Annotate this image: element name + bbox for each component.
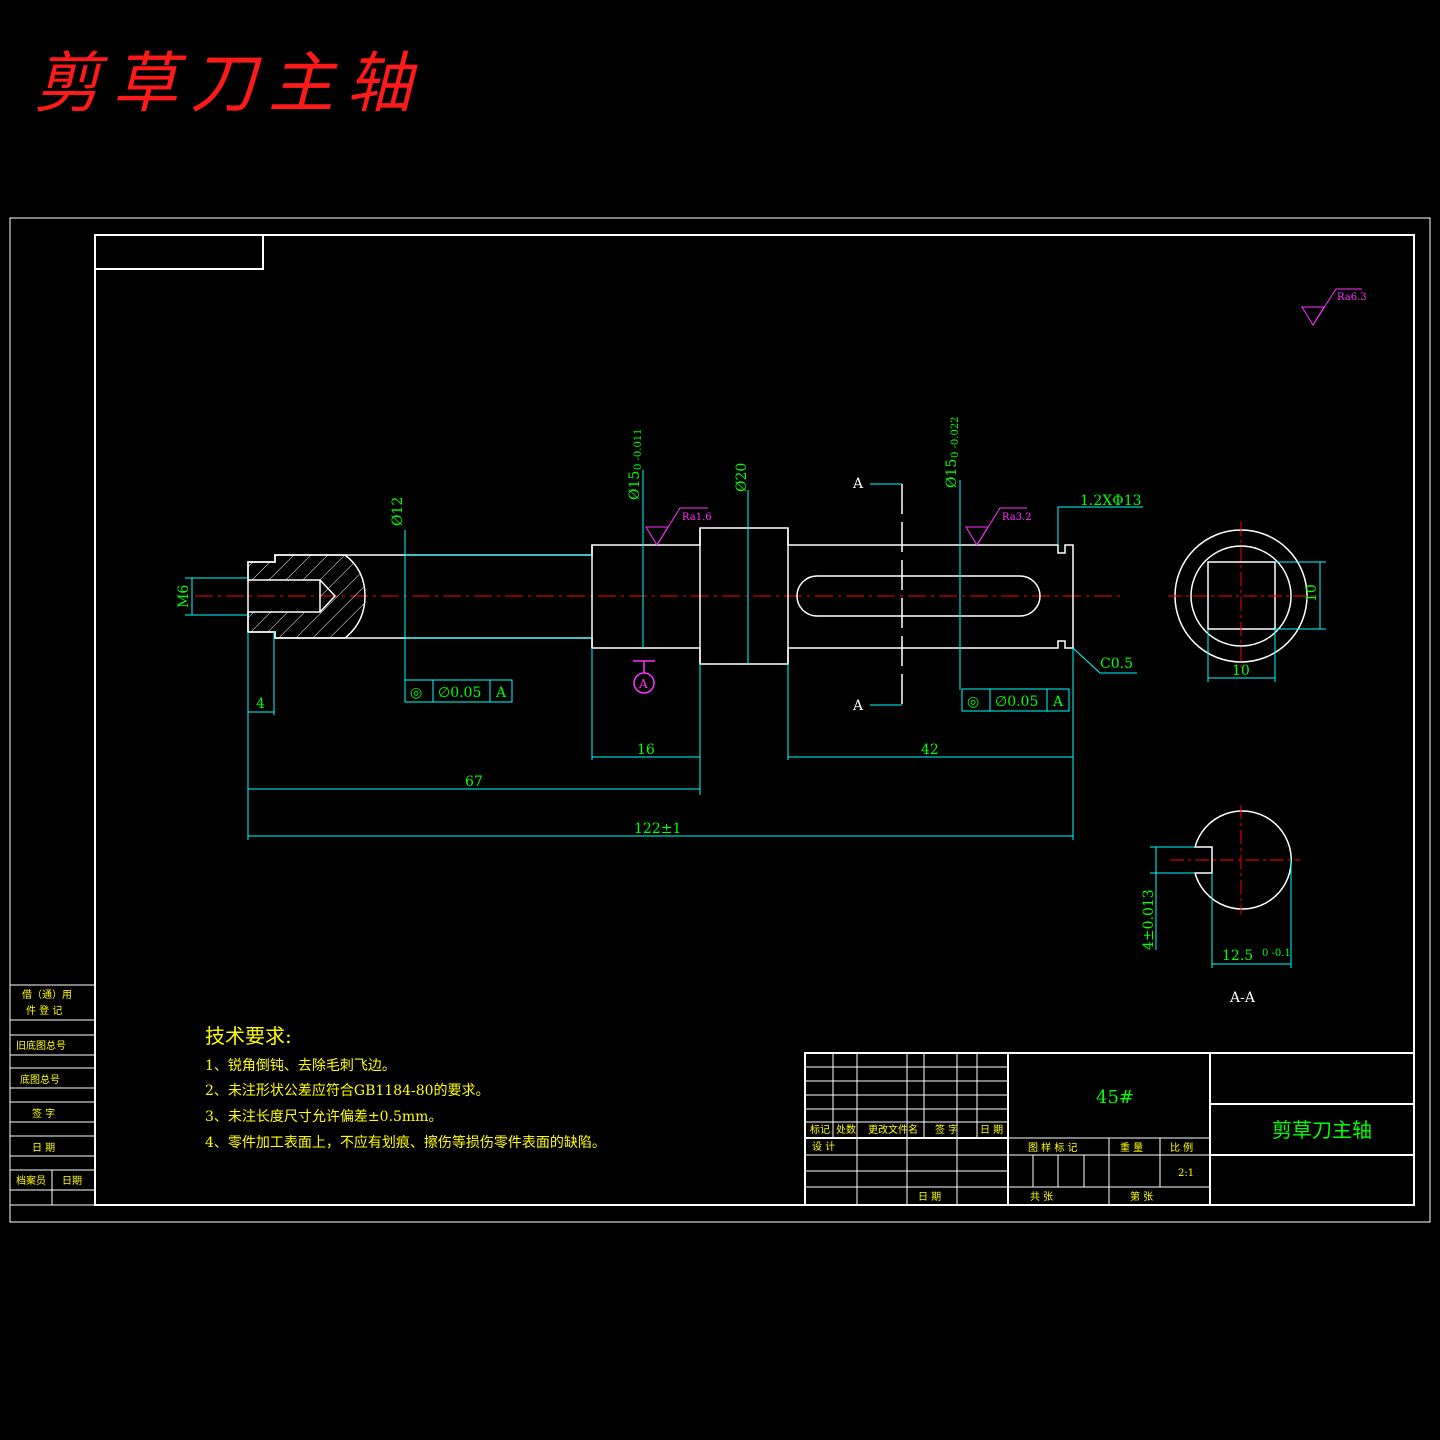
label-mark: 图 样 标 记: [1028, 1141, 1078, 1154]
dim-d20: Ø20: [734, 463, 750, 492]
inner-frame: [94, 234, 1415, 1206]
strip-4: 底图总号: [20, 1073, 60, 1086]
tech-req-4: 4、零件加工表面上，不应有划痕、擦伤等损伤零件表面的缺陷。: [205, 1134, 606, 1151]
datum-label: A: [638, 677, 648, 691]
tol2-symbol: ◎: [967, 694, 979, 710]
label-weight: 重 量: [1120, 1141, 1143, 1154]
label-total-sheets: 共 张: [1030, 1191, 1053, 1203]
material: 45#: [1096, 1087, 1134, 1108]
dim-d15a-tol: 0 -0.011: [633, 428, 644, 470]
title-block: [804, 1052, 1415, 1206]
dim-d15b-tol: 0 -0.022: [950, 416, 961, 458]
tolerance-frame-1: [404, 679, 513, 703]
tol2-datum: A: [1052, 694, 1064, 710]
dim-chamfer: C0.5: [1100, 656, 1133, 672]
label-scale: 比 例: [1170, 1141, 1193, 1154]
strip-5: 签 字: [32, 1107, 55, 1120]
rev-h2: 处数: [836, 1123, 856, 1136]
section-view-centerlines: [1170, 805, 1300, 915]
scale-value: 2:1: [1178, 1168, 1194, 1179]
dim-groove: 1.2XΦ13: [1080, 493, 1142, 509]
dim-d15a: Ø15: [627, 471, 643, 500]
dim-len4: 4: [256, 696, 265, 712]
tol1-datum: A: [495, 685, 507, 701]
tech-req-title: 技术要求:: [205, 1024, 292, 1048]
left-strip: [9, 984, 96, 1206]
part-name: 剪草刀主轴: [1272, 1118, 1372, 1142]
dim-len67: 67: [465, 774, 483, 790]
dim-len122: 122±1: [634, 821, 681, 837]
tol2-value: ∅0.05: [995, 694, 1038, 710]
dim-len16: 16: [637, 742, 655, 758]
tolerance-frame-2: [961, 688, 1070, 712]
end-view-dims: [1207, 561, 1326, 682]
label-design: 设 计: [812, 1140, 835, 1153]
roughness-1: Ra1.6: [682, 512, 712, 523]
corner-box: [94, 234, 264, 270]
rev-h5: 日 期: [980, 1124, 1003, 1136]
outer-frame: [9, 217, 1431, 1223]
strip-1: 借（通）用: [22, 989, 72, 1001]
dimension-lines: [185, 470, 1143, 840]
dim-key-w: 4±0.013: [1141, 889, 1157, 950]
section-label: A-A: [1229, 990, 1256, 1006]
section-view-dims: [1150, 846, 1292, 968]
strip-6: 日 期: [32, 1142, 55, 1154]
section-mark-bottom: A: [852, 698, 864, 714]
dim-d15b: Ø15: [944, 459, 960, 488]
drawing-heading: 剪草刀主轴: [34, 45, 424, 122]
tech-req-3: 3、未注长度尺寸允许偏差±0.5mm。: [205, 1109, 442, 1125]
dim-end-sq-h: 10: [1304, 584, 1320, 602]
rev-h3: 更改文件名: [868, 1123, 918, 1136]
strip-7: 档案员: [16, 1174, 46, 1187]
tol1-symbol: ◎: [410, 685, 422, 701]
rev-h1: 标记: [810, 1124, 830, 1136]
section-cut-line: [870, 483, 903, 706]
dim-d12: Ø12: [390, 497, 406, 526]
strip-8: 日期: [62, 1175, 82, 1187]
tech-req-2: 2、未注形状公差应符合GB1184-80的要求。: [205, 1082, 490, 1099]
strip-2: 件 登 记: [26, 1004, 62, 1017]
tech-req-1: 1、锐角倒钝、去除毛刺飞边。: [205, 1058, 396, 1074]
roughness-symbols: [645, 288, 1362, 546]
roughness-2: Ra3.2: [1002, 512, 1032, 523]
dim-m6: M6: [176, 585, 192, 608]
tol1-value: ∅0.05: [438, 685, 481, 701]
dim-key-d-tol: 0 -0.1: [1262, 948, 1291, 959]
end-view-centerlines: [1168, 522, 1314, 670]
drill-tip: [319, 579, 337, 613]
roughness-3: Ra6.3: [1337, 292, 1367, 303]
dim-len42: 42: [921, 742, 939, 758]
rev-h4: 签 字: [935, 1123, 958, 1136]
hatch-section: [247, 554, 366, 639]
dim-key-d: 12.5: [1222, 948, 1253, 964]
section-mark-top: A: [852, 476, 864, 492]
label-sheet-no: 第 张: [1130, 1190, 1153, 1203]
dim-end-sq: 10: [1232, 663, 1250, 679]
datum-symbol: [633, 660, 655, 694]
section-view: [1194, 810, 1292, 910]
strip-3: 旧底图总号: [16, 1039, 66, 1052]
label-date: 日 期: [918, 1191, 941, 1203]
